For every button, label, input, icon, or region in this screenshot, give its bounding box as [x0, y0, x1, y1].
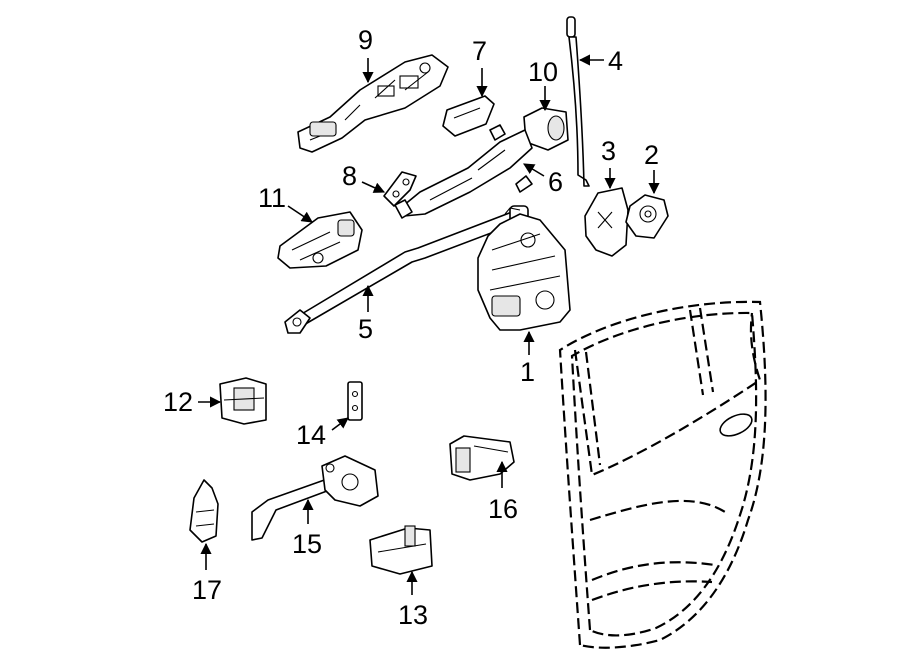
callout-9: 9 — [358, 25, 373, 55]
callout-10: 10 — [528, 57, 558, 87]
leader-6 — [523, 163, 545, 177]
part-4-lock-rod — [566, 16, 590, 187]
part-1-latch-assembly — [477, 207, 571, 331]
leader-11 — [287, 205, 313, 223]
part-15-door-check — [251, 455, 379, 541]
part-2-striker — [625, 194, 669, 239]
callout-labels: 1 2 3 4 5 6 7 8 9 10 11 12 13 14 15 16 1… — [163, 25, 659, 630]
callout-14: 14 — [296, 420, 326, 450]
callout-3: 3 — [601, 136, 616, 166]
callout-16: 16 — [488, 494, 518, 524]
callout-12: 12 — [163, 387, 193, 417]
callout-15: 15 — [292, 529, 322, 559]
leader-8 — [361, 181, 386, 193]
part-8-bracket — [383, 171, 417, 207]
callout-4: 4 — [608, 46, 623, 76]
part-11-actuator — [277, 211, 363, 269]
part-6-outside-handle — [394, 124, 533, 219]
part-17-bumper — [189, 479, 219, 543]
callout-2: 2 — [644, 140, 659, 170]
leader-14 — [331, 417, 349, 431]
part-9-handle-carrier — [297, 54, 449, 153]
callout-1: 1 — [520, 357, 535, 387]
callout-6: 6 — [548, 167, 563, 197]
callout-5: 5 — [358, 314, 373, 344]
rear-door-outline — [558, 300, 767, 649]
callout-8: 8 — [342, 161, 357, 191]
part-12-hinge — [219, 377, 267, 425]
part-13-lower-hinge — [369, 525, 433, 575]
part-7-handle-cover — [442, 95, 495, 137]
callout-13: 13 — [398, 600, 428, 630]
door-handle-recess — [719, 413, 753, 437]
part-16-hinge-bracket — [449, 435, 515, 481]
leader-lines — [198, 54, 660, 595]
callout-11: 11 — [258, 183, 286, 213]
callout-17: 17 — [192, 575, 222, 605]
part-3-cover — [584, 187, 629, 257]
callout-7: 7 — [472, 36, 487, 66]
part-14-plate — [347, 381, 363, 421]
